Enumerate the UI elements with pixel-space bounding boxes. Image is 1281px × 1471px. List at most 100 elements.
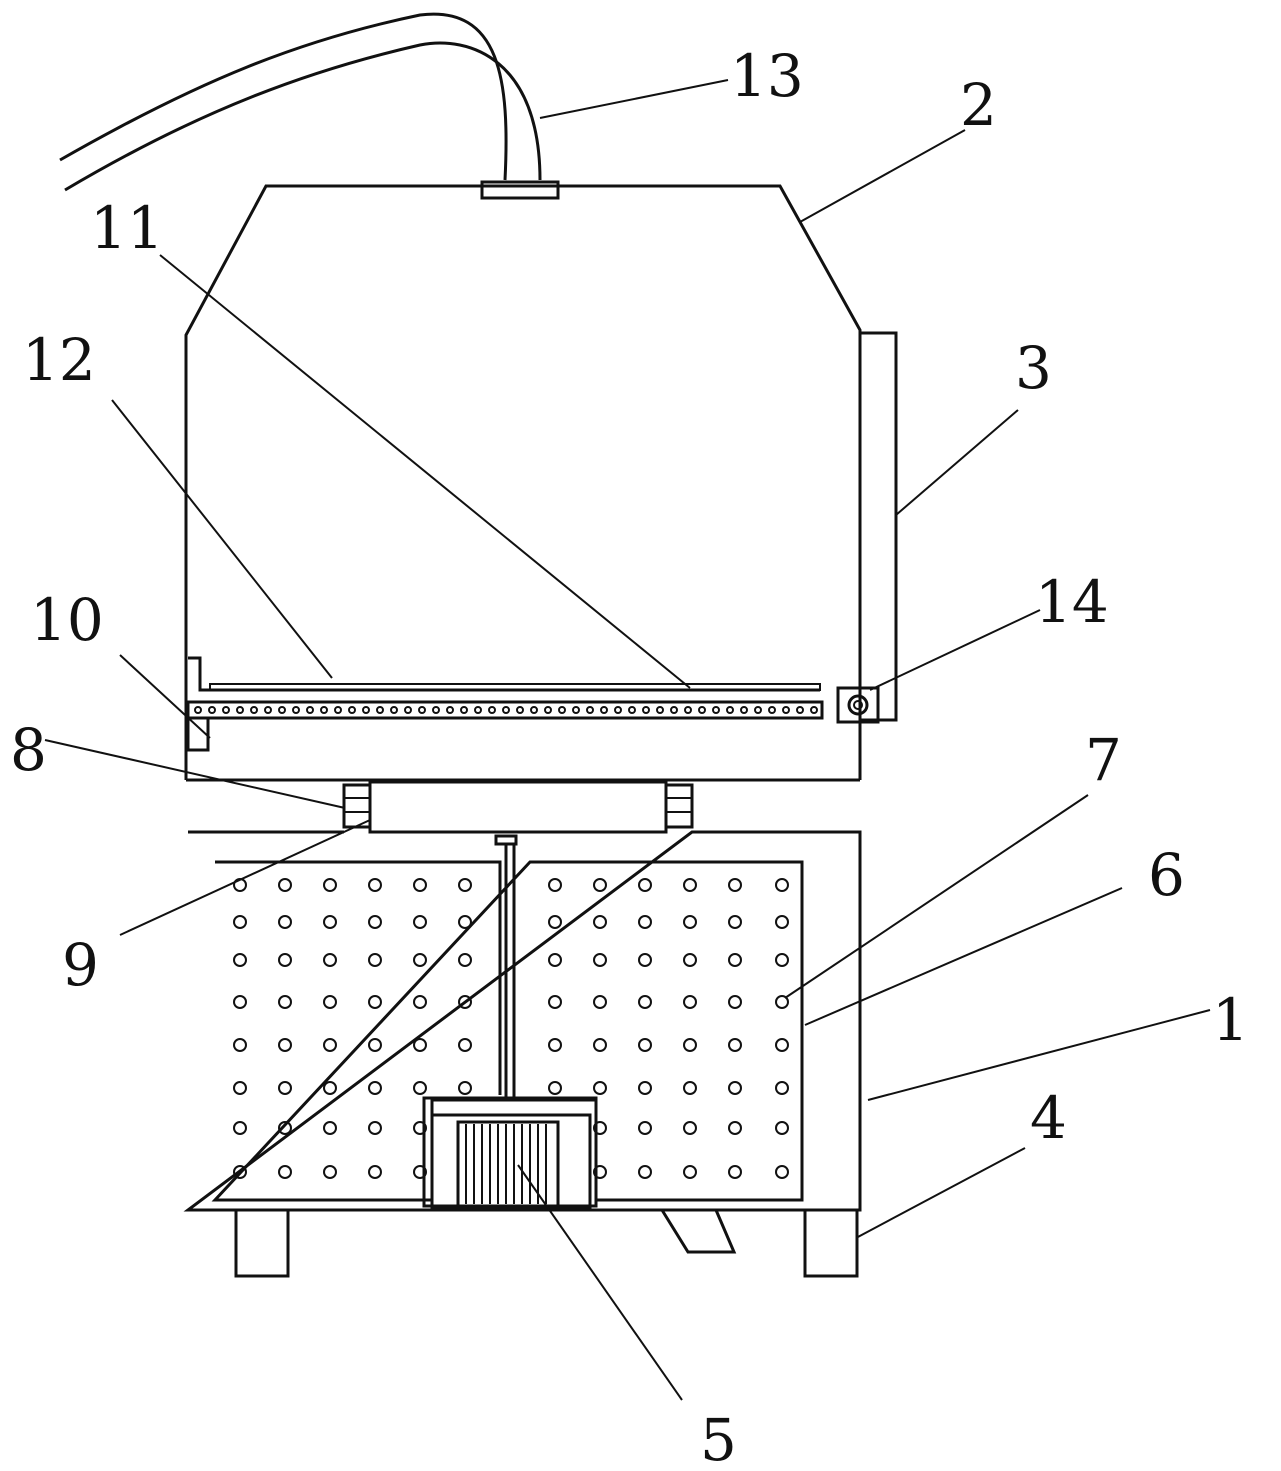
label-7: 7 (1085, 726, 1122, 794)
filter-hole (306, 706, 314, 714)
perforation-hole (728, 1121, 742, 1135)
perforation-hole (638, 995, 652, 1009)
perforation-hole (278, 953, 292, 967)
filter-hole (334, 706, 342, 714)
perforation-hole (548, 1038, 562, 1052)
perforation-hole (683, 1165, 697, 1179)
filter-hole (544, 706, 552, 714)
perforation-hole (368, 878, 382, 892)
filter-hole (432, 706, 440, 714)
perforation-hole (458, 953, 472, 967)
perforation-hole (458, 1081, 472, 1095)
filter-hole (236, 706, 244, 714)
filter-hole (208, 706, 216, 714)
filter-hole (446, 706, 454, 714)
perforation-hole (593, 1081, 607, 1095)
perforation-hole (683, 915, 697, 929)
filter-hole (768, 706, 776, 714)
perforation-hole (413, 995, 427, 1009)
filter-hole (376, 706, 384, 714)
perforation-hole (683, 1121, 697, 1135)
filter-hole (572, 706, 580, 714)
perforation-hole (593, 1121, 607, 1135)
filter-hole (740, 706, 748, 714)
filter-hole (782, 706, 790, 714)
filter-hole (600, 706, 608, 714)
perforation-hole (368, 1121, 382, 1135)
perforation-hole (233, 995, 247, 1009)
label-5: 5 (700, 1406, 737, 1471)
label-14: 14 (1035, 568, 1109, 636)
connector (342, 780, 694, 834)
filter-hole (754, 706, 762, 714)
perforation-hole (233, 1038, 247, 1052)
perforation-holes (233, 878, 789, 1179)
perforation-hole (278, 1165, 292, 1179)
perforation-hole (323, 878, 337, 892)
perforation-hole (775, 878, 789, 892)
perforation-hole (233, 953, 247, 967)
filter-hole (474, 706, 482, 714)
perforation-hole (683, 1081, 697, 1095)
side-plate (858, 331, 898, 722)
filter-hole (558, 706, 566, 714)
perforation-hole (368, 1038, 382, 1052)
perforation-hole (548, 1081, 562, 1095)
perforation-hole (548, 995, 562, 1009)
filter-hole (362, 706, 370, 714)
perforation-hole (683, 953, 697, 967)
perforation-hole (548, 953, 562, 967)
label-13: 13 (730, 42, 804, 110)
leader-lines (44, 79, 1211, 1401)
perforation-hole (368, 1165, 382, 1179)
perforation-hole (413, 915, 427, 929)
filter-hole (502, 706, 510, 714)
filter-hole (194, 706, 202, 714)
filter-hole (348, 706, 356, 714)
perforation-hole (413, 1038, 427, 1052)
filter-hole (530, 706, 538, 714)
perforation-hole (413, 878, 427, 892)
perforation-hole (593, 953, 607, 967)
perforation-hole (775, 1081, 789, 1095)
perforation-hole (278, 878, 292, 892)
perforation-hole (458, 915, 472, 929)
filter-hole (250, 706, 258, 714)
perforation-hole (728, 1038, 742, 1052)
perforation-hole (728, 1165, 742, 1179)
filter-hole (810, 706, 818, 714)
lower-box (183, 830, 862, 1212)
perforation-hole (278, 915, 292, 929)
perforation-hole (413, 1081, 427, 1095)
filter-hole (726, 706, 734, 714)
filter-hole (488, 706, 496, 714)
label-3: 3 (1015, 334, 1052, 402)
perforation-hole (323, 1038, 337, 1052)
perforation-hole (638, 1038, 652, 1052)
impeller (422, 834, 598, 1209)
filter-hole (418, 706, 426, 714)
filter-hole (628, 706, 636, 714)
label-11: 11 (90, 194, 164, 262)
filter-hole (222, 706, 230, 714)
perforation-hole (728, 953, 742, 967)
filter-hole (264, 706, 272, 714)
inner-chamber (211, 860, 804, 1202)
label-2: 2 (960, 71, 997, 139)
filter-hole (698, 706, 706, 714)
perforation-hole (233, 1165, 247, 1179)
perforation-hole (368, 995, 382, 1009)
perforation-hole (278, 1081, 292, 1095)
perforation-hole (368, 1081, 382, 1095)
filter-hole (656, 706, 664, 714)
label-4: 4 (1030, 1084, 1067, 1152)
perforation-hole (728, 1081, 742, 1095)
filter-hole (712, 706, 720, 714)
number-labels: 13 2 11 12 3 14 10 8 7 6 9 1 4 5 (10, 42, 1249, 1471)
perforation-hole (458, 878, 472, 892)
perforation-hole (323, 915, 337, 929)
filter-hole (684, 706, 692, 714)
perforation-hole (728, 878, 742, 892)
filter-hole (586, 706, 594, 714)
